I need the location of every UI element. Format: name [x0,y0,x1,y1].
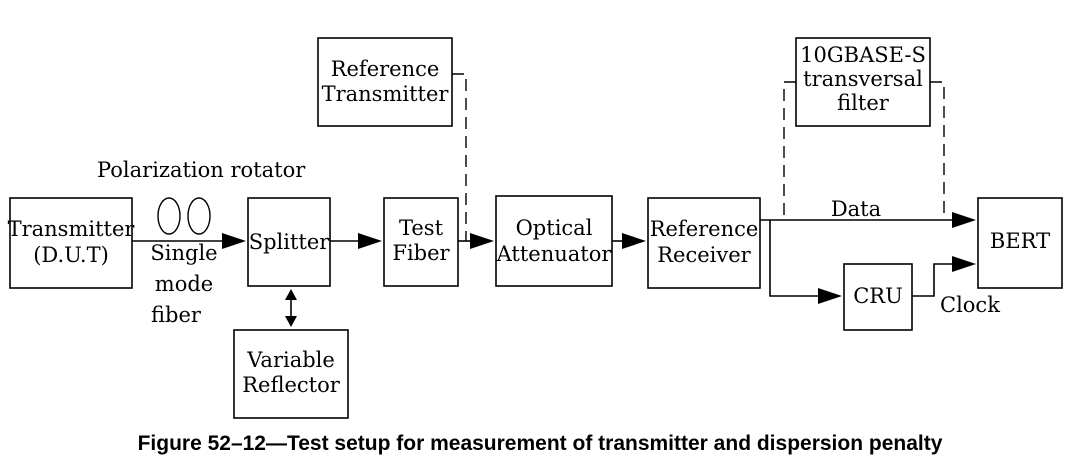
transversal-filter-dashed-path [783,81,945,220]
splitter-to-test-fiber-connector [330,233,382,249]
optical-attenuator-label-line1: Optical [516,216,593,240]
reference-transmitter-label-line1: Reference [331,57,440,81]
splitter-reflector-connector [285,289,297,327]
reference-transmitter-block: Reference Transmitter [317,37,453,127]
test-fiber-block: Test Fiber [383,197,459,287]
reference-transmitter-label-line2: Transmitter [322,82,450,106]
test-fiber-label-line1: Test [399,216,444,240]
reference-transmitter-dashed-path [452,73,467,241]
transmitter-to-splitter-connector [132,233,246,249]
optical-attenuator-block: Optical Attenuator [495,195,613,287]
test-fiber-to-attenuator-connector [458,233,494,249]
transversal-filter-label-line2: transversal [803,67,923,91]
transmitter-label-line1: Transmitter [8,217,136,241]
variable-reflector-label-line2: Reflector [242,373,341,397]
cru-block: CRU [843,263,913,331]
transversal-filter-block: 10GBASE-S transversal filter [795,37,931,127]
reference-receiver-label-line1: Reference [650,217,759,241]
clock-connector [912,256,976,297]
transmitter-label-line2: (D.U.T) [33,243,109,267]
single-mode-fiber-label-line1: Single [150,241,217,265]
cru-label: CRU [853,284,903,308]
single-mode-fiber-label-line3: fiber [151,303,202,327]
transversal-filter-label-line1: 10GBASE-S [800,43,926,67]
splitter-block: Splitter [247,197,331,287]
data-label: Data [831,197,881,221]
bert-label: BERT [990,229,1050,253]
optical-attenuator-label-line2: Attenuator [496,242,613,266]
polarization-rotator-loops [157,197,211,235]
variable-reflector-block: Variable Reflector [233,329,349,419]
transmitter-block: Transmitter (D.U.T) [8,197,136,289]
bert-block: BERT [977,197,1063,289]
test-fiber-label-line2: Fiber [392,241,450,265]
reference-receiver-label-line2: Receiver [657,243,751,267]
variable-reflector-label-line1: Variable [246,348,335,372]
polarization-rotator-label: Polarization rotator [97,158,306,182]
clock-label: Clock [940,293,1000,317]
figure-caption: Figure 52–12—Test setup for measurement … [138,432,943,455]
single-mode-fiber-label: Single mode fiber [150,241,217,327]
data-connector [760,212,976,228]
reference-receiver-block: Reference Receiver [647,197,761,289]
receiver-to-cru-connector [769,220,842,304]
transversal-filter-label-line3: filter [837,91,890,115]
splitter-label: Splitter [249,230,331,254]
single-mode-fiber-label-line2: mode [155,272,213,296]
attenuator-to-receiver-connector [612,233,646,249]
